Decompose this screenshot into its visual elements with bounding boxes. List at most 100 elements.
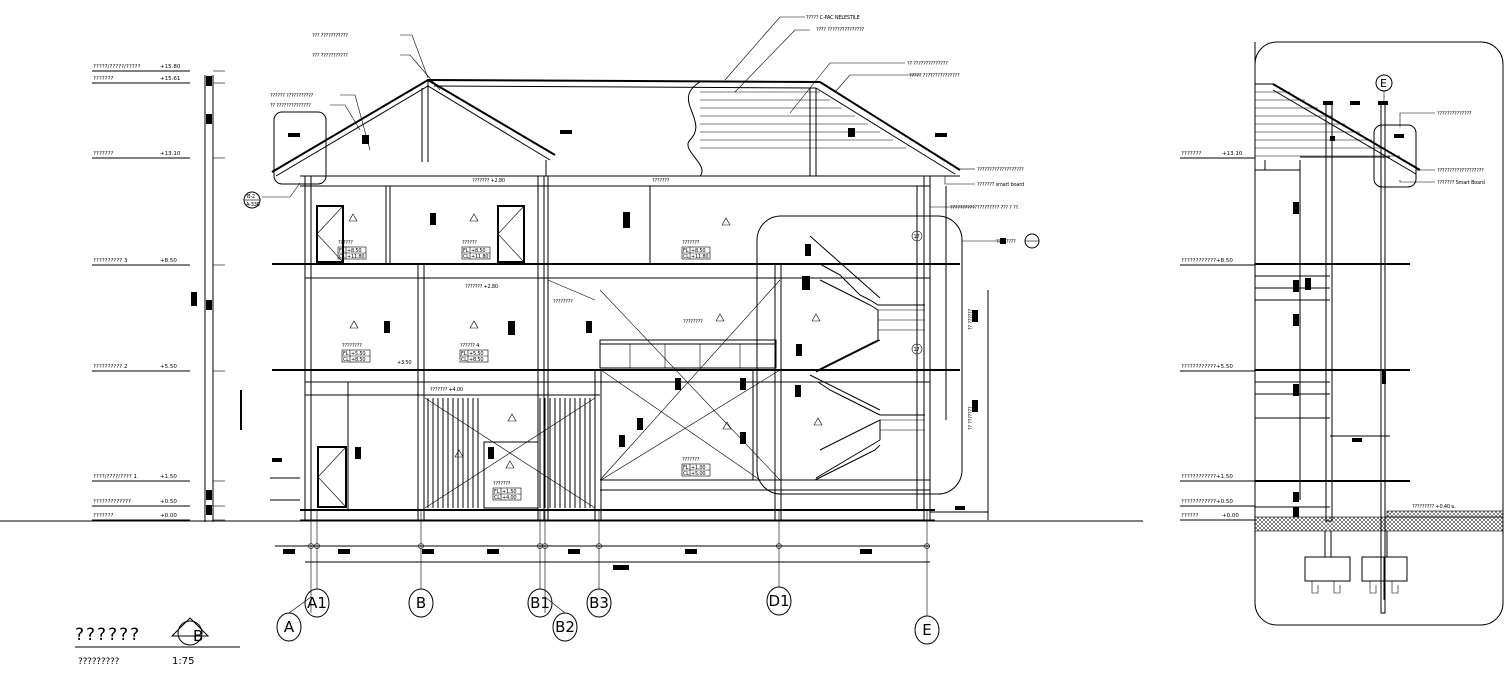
ground-hatch bbox=[1254, 510, 1504, 532]
level-value: +0.50 bbox=[160, 499, 177, 505]
drawing-scale: 1:75 bbox=[172, 656, 194, 667]
detail-level-name: ????????????+8.50 bbox=[1181, 258, 1233, 264]
ceiling-note: +3.50 bbox=[397, 360, 411, 366]
grid-axis-label: A bbox=[284, 618, 295, 636]
room-ceiling-level: +11.80 bbox=[471, 254, 488, 260]
detail-level-name: ????????????+5.50 bbox=[1181, 364, 1233, 370]
ceiling-note: ??????? +2.80 bbox=[465, 284, 498, 290]
level-scale-left: ?????/?????/?????+15.80???????+15.61????… bbox=[92, 64, 242, 522]
room-name: ???????? bbox=[342, 343, 362, 349]
detail-section: E ???????+13.10????????????+8.50????????… bbox=[1180, 41, 1504, 626]
room-floor-level: +1.50 bbox=[502, 489, 516, 495]
detail-tag-bottom: A-336 bbox=[246, 202, 260, 208]
room-ceiling-level: +4.00 bbox=[502, 495, 516, 501]
room-ceiling-level: +11.80 bbox=[347, 254, 364, 260]
drawing-subtitle: ????????? bbox=[78, 657, 120, 667]
room-fl-key: FL bbox=[683, 248, 689, 254]
walls bbox=[304, 175, 947, 522]
floor-slabs bbox=[270, 175, 960, 521]
detail-level-name: ??????? bbox=[1181, 151, 1202, 157]
grid-axis-bubble bbox=[408, 588, 434, 618]
grid-axis-label: B bbox=[416, 594, 426, 612]
roof-note: ???? ??????????????? bbox=[816, 27, 865, 33]
right-notes: ??????????????????? ??????? smart board … bbox=[930, 167, 1040, 520]
warning-triangle-icon bbox=[507, 413, 517, 422]
room-cl-key: CL bbox=[461, 357, 467, 363]
warning-triangle-icon bbox=[813, 417, 823, 426]
room-name: ?????? bbox=[462, 240, 477, 246]
warning-triangle-icon bbox=[811, 313, 821, 322]
stair-tag: 17 bbox=[914, 347, 920, 353]
grid-axis-bubble bbox=[527, 588, 553, 618]
ceiling-note: ??????? +4.00 bbox=[430, 387, 463, 393]
grid-axis-bubble bbox=[304, 588, 330, 618]
grid-axis-label: E bbox=[922, 621, 931, 639]
warning-triangle-icon bbox=[721, 217, 731, 226]
room-ceiling-level: +8.50 bbox=[469, 357, 483, 363]
level-value: +1.50 bbox=[160, 474, 177, 480]
dimension-marks bbox=[272, 212, 1006, 510]
detail-note: ?????????????? bbox=[1437, 111, 1472, 117]
right-note: ???????????????????? ??? ? ??. bbox=[950, 205, 1020, 211]
warning-triangle-icon bbox=[505, 460, 515, 469]
detail-level-name: ?????? bbox=[1181, 513, 1199, 519]
drawing-title: ?????? bbox=[75, 625, 141, 645]
void-markers bbox=[424, 279, 781, 509]
room-cl-key: CL bbox=[339, 254, 345, 260]
grid-axis-label: B3 bbox=[589, 594, 609, 612]
roof-note: ????? C-PAC NELESTILE bbox=[806, 15, 860, 21]
right-note: ??????????????????? bbox=[977, 167, 1024, 173]
roof-note: ??? ??????????? bbox=[312, 33, 348, 39]
detail-reference-tag: B-2 A-336 bbox=[243, 182, 301, 209]
room-floor-level: +8.50 bbox=[347, 248, 361, 254]
room-fl-key: FL bbox=[343, 351, 349, 357]
ceiling-note: ???????? bbox=[683, 319, 703, 325]
room-floor-level: +5.50 bbox=[469, 351, 483, 357]
grid-axis-bubble bbox=[586, 588, 612, 618]
roof-note: ??? ??????????? bbox=[312, 53, 348, 59]
stair-tags: 17 17 bbox=[911, 230, 923, 355]
room-floor-level: +1.00 bbox=[691, 465, 705, 471]
level-name: ????/????/???? 1 bbox=[93, 474, 137, 480]
room-ceiling-level: +8.50 bbox=[351, 357, 365, 363]
roof bbox=[271, 78, 961, 185]
room-fl-key: FL bbox=[461, 351, 467, 357]
roof-notes: ????? C-PAC NELESTILE ???? ?????????????… bbox=[270, 15, 960, 151]
ceiling-notes: ??????? +2.80 ??????? ??????? +2.80 ????… bbox=[397, 178, 703, 393]
room-cl-key: CL bbox=[683, 471, 689, 477]
level-name: ????????????? bbox=[93, 499, 131, 505]
level-value: +5.50 bbox=[160, 364, 177, 370]
stair-tag: 17 bbox=[914, 234, 920, 240]
staircase bbox=[756, 215, 978, 495]
room-name: ??????? bbox=[493, 481, 511, 487]
grid-axis-bubble bbox=[552, 612, 578, 642]
level-name: ?????????? 3 bbox=[93, 258, 128, 264]
section-marker-icon: B bbox=[170, 617, 210, 646]
room-fl-key: FL bbox=[463, 248, 469, 254]
level-value: +8.50 bbox=[160, 258, 177, 264]
level-name: ??????? bbox=[93, 151, 114, 157]
level-value: +0.00 bbox=[160, 513, 177, 519]
room-floor-level: +5.50 bbox=[351, 351, 365, 357]
level-name: ??????? bbox=[93, 513, 114, 519]
roof-note: ?????? ??????????? bbox=[270, 93, 314, 99]
room-cl-key: CL bbox=[494, 495, 500, 501]
grid-axis-label: B2 bbox=[555, 618, 575, 636]
room-tags: ??????FLCL+8.50+11.80??????FLCL+8.50+11.… bbox=[337, 213, 823, 501]
room-cl-key: CL bbox=[463, 254, 469, 260]
roof-note: ?? ?????????????? bbox=[270, 103, 311, 109]
room-fl-key: FL bbox=[339, 248, 345, 254]
room-name: ??????? bbox=[682, 457, 700, 463]
vertical-note: ?? ?????? bbox=[968, 308, 974, 330]
room-cl-key: CL bbox=[683, 254, 689, 260]
section-marker-label: B bbox=[193, 627, 203, 645]
ceiling-note: ??????? +2.80 bbox=[472, 178, 505, 184]
level-value: +13.10 bbox=[160, 151, 181, 157]
